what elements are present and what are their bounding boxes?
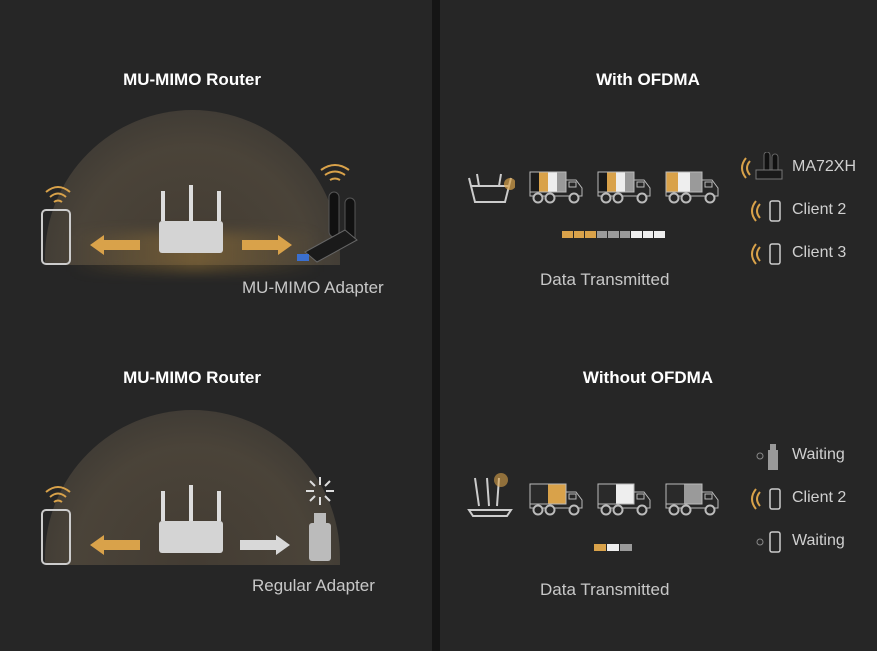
truck-icon [529,171,583,204]
data-bar-segment [631,231,642,238]
client-label: MA72XH [792,158,857,175]
usb-adapter-icon [740,440,795,477]
data-bar-segment [594,544,606,551]
ofdma-panel: With OFDMA Data Transmitted MA72XH Client… [440,0,877,651]
data-transmitted-caption: Data Transmitted [540,580,670,599]
regular-adapter-icon [306,477,334,561]
truck-icon [529,483,583,516]
data-bar-segment [607,544,619,551]
cargo-segment [684,484,702,504]
cargo-segment [539,172,548,192]
client-label: Client 2 [792,201,847,218]
data-bar-segment [608,231,619,238]
cargo-segment [678,172,690,192]
cargo-segment [530,484,548,504]
phone-icon [41,486,71,565]
data-bar-segment [620,544,632,551]
client-label: Waiting [792,446,845,463]
usb-adapter-icon [730,151,785,189]
truck-icon [597,171,651,204]
left-arrow-icon [90,235,140,255]
phone-icon [41,186,71,265]
data-transmitted-caption: Data Transmitted [540,270,670,289]
data-bar-segment [573,231,584,238]
cargo-segment [616,172,625,192]
cargo-segment [598,484,616,504]
with-ofdma-title: With OFDMA [596,70,700,89]
router-icon [468,173,515,203]
data-bar-segment [642,231,653,238]
cargo-segment [548,172,557,192]
mu-mimo-adapter-label: MU-MIMO Adapter [242,278,384,297]
regular-adapter-label: Regular Adapter [252,576,375,595]
cargo-segment [607,172,616,192]
bottom-left-title: MU-MIMO Router [123,368,261,387]
cargo-segment [557,172,566,192]
data-bar-segment [562,231,573,238]
left-arrow-icon [90,535,140,555]
right-arrow-icon [242,235,292,255]
router-icon [467,473,513,517]
right-arrow-icon [240,535,290,555]
phone-icon [740,238,795,275]
cargo-segment [666,484,684,504]
mu-mimo-panel: MU-MIMO Router MU-MIMO Adapter MU-MIMO R… [0,0,432,651]
truck-icon [597,483,651,516]
cargo-segment [690,172,702,192]
cargo-segment [625,172,634,192]
router-icon [159,185,223,253]
cargo-segment [598,172,607,192]
mu-mimo-adapter-icon [297,164,358,263]
data-bar-segment [596,231,607,238]
cargo-segment [616,484,634,504]
top-left-title: MU-MIMO Router [123,70,261,89]
phone-icon [740,195,795,232]
client-label: Waiting [792,532,845,549]
data-bar-segment [654,231,665,238]
data-bar-segment [619,231,630,238]
truck-icon [665,483,719,516]
cargo-segment [530,172,539,192]
without-ofdma-title: Without OFDMA [582,368,714,387]
cargo-segment [548,484,566,504]
router-icon [159,485,223,553]
data-bar [594,544,632,551]
client-label: Client 2 [792,489,847,506]
cargo-segment [666,172,678,192]
data-bar [562,231,665,238]
client-label: Client 3 [792,244,847,261]
data-bar-segment [585,231,596,238]
truck-icon [665,171,719,204]
phone-icon [740,526,795,563]
phone-icon [740,483,795,520]
